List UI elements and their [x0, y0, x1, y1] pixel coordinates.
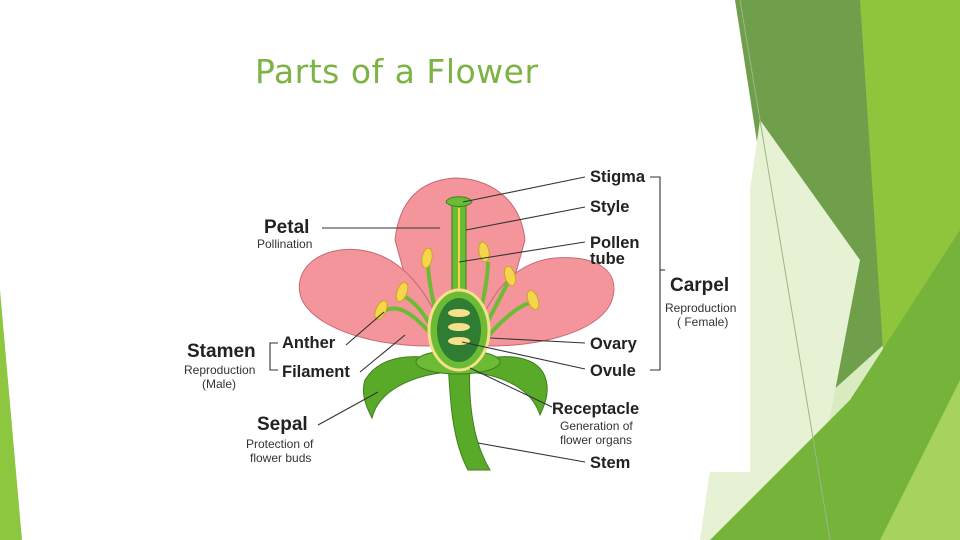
- stamen-subtitle: Reproduction: [184, 363, 255, 377]
- facet-lower: [710, 230, 960, 540]
- pollen-tube-leader: [458, 241, 586, 263]
- sepal-subtitle: flower buds: [250, 451, 311, 465]
- left-edge-strip: [0, 290, 22, 540]
- carpel-bracket: [650, 176, 661, 371]
- stem-label: Stem: [590, 454, 630, 472]
- receptacle-leader: [469, 367, 553, 408]
- pollen-tube-label: Pollen: [590, 234, 640, 252]
- petal-label: Petal: [264, 217, 309, 238]
- style-leader: [465, 206, 586, 231]
- anther: [374, 300, 388, 320]
- stigma-leader: [462, 176, 586, 203]
- sepal-leader: [317, 391, 379, 426]
- petal-right: [471, 257, 615, 347]
- anther: [478, 241, 490, 263]
- anther: [504, 265, 516, 287]
- carpel-subtitle: Reproduction: [665, 301, 736, 315]
- stigma-shape: [445, 196, 473, 207]
- ovary-label: Ovary: [590, 335, 638, 353]
- ovule-shape: [448, 337, 470, 345]
- stamen-label: Stamen: [187, 341, 256, 362]
- carpel-subtitle: ( Female): [677, 315, 728, 329]
- stigma-label: Stigma: [590, 168, 646, 186]
- receptacle-subtitle: flower organs: [560, 433, 632, 447]
- stem-leader: [477, 442, 586, 463]
- ovule-leader: [461, 341, 586, 370]
- filament-label: Filament: [282, 363, 350, 381]
- slide-title: Parts of a Flower: [255, 52, 539, 91]
- style-label: Style: [590, 198, 629, 216]
- anther-leader: [345, 311, 385, 346]
- sepal-left: [362, 356, 451, 420]
- petal-left: [298, 248, 449, 347]
- sepal-label: Sepal: [257, 414, 308, 435]
- pollen-tube-label: tube: [590, 250, 625, 268]
- anther: [526, 289, 540, 311]
- facet-corner: [880, 380, 960, 540]
- facet-line: [739, 0, 831, 540]
- stamen-bracket: [269, 342, 278, 371]
- anther-label: Anther: [282, 334, 336, 352]
- petal-subtitle: Pollination: [257, 237, 312, 251]
- anther: [395, 281, 409, 303]
- ovule-shape: [448, 323, 470, 331]
- receptacle-subtitle: Generation of: [560, 419, 633, 433]
- ovule-label: Ovule: [590, 362, 636, 380]
- stamen-subtitle: (Male): [202, 377, 236, 391]
- ovule-shape: [448, 309, 470, 317]
- carpel-label: Carpel: [670, 275, 729, 296]
- sepal-subtitle: Protection of: [246, 437, 314, 451]
- ovary-leader: [489, 337, 586, 344]
- filament-leader: [359, 334, 406, 373]
- stem: [447, 359, 491, 471]
- anther: [421, 247, 433, 269]
- sepal-right: [467, 356, 548, 417]
- receptacle-label: Receptacle: [552, 400, 639, 418]
